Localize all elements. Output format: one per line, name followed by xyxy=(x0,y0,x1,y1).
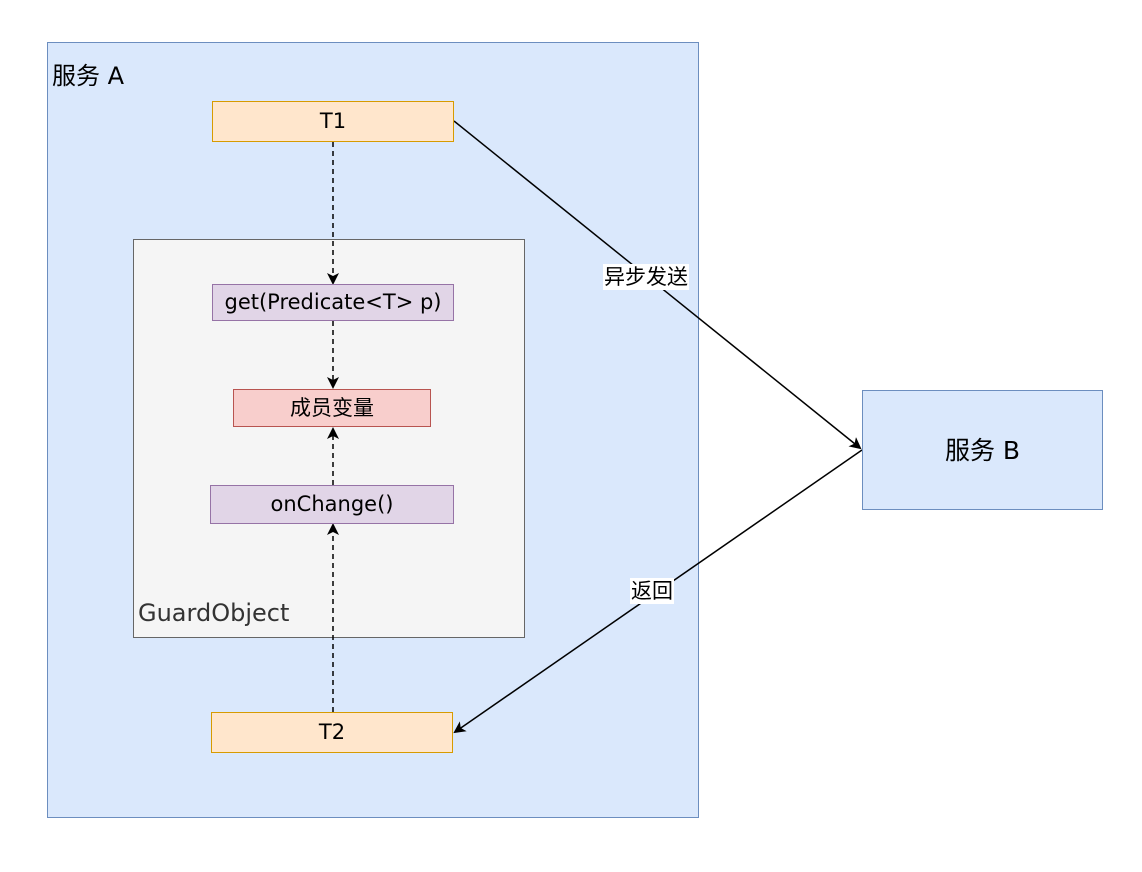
service-a-label: 服务 A xyxy=(52,62,125,90)
node-t1: T1 xyxy=(212,101,454,142)
node-t2: T2 xyxy=(211,712,453,753)
node-on-change: onChange() xyxy=(210,485,454,524)
edge-label-async-send: 异步发送 xyxy=(603,264,689,290)
guard-object-label: GuardObject xyxy=(138,599,290,627)
service-b-box: 服务 B xyxy=(862,390,1103,510)
node-get-predicate: get(Predicate<T> p) xyxy=(212,284,454,321)
node-member-variable: 成员变量 xyxy=(233,389,431,427)
edge-label-return: 返回 xyxy=(630,578,674,604)
